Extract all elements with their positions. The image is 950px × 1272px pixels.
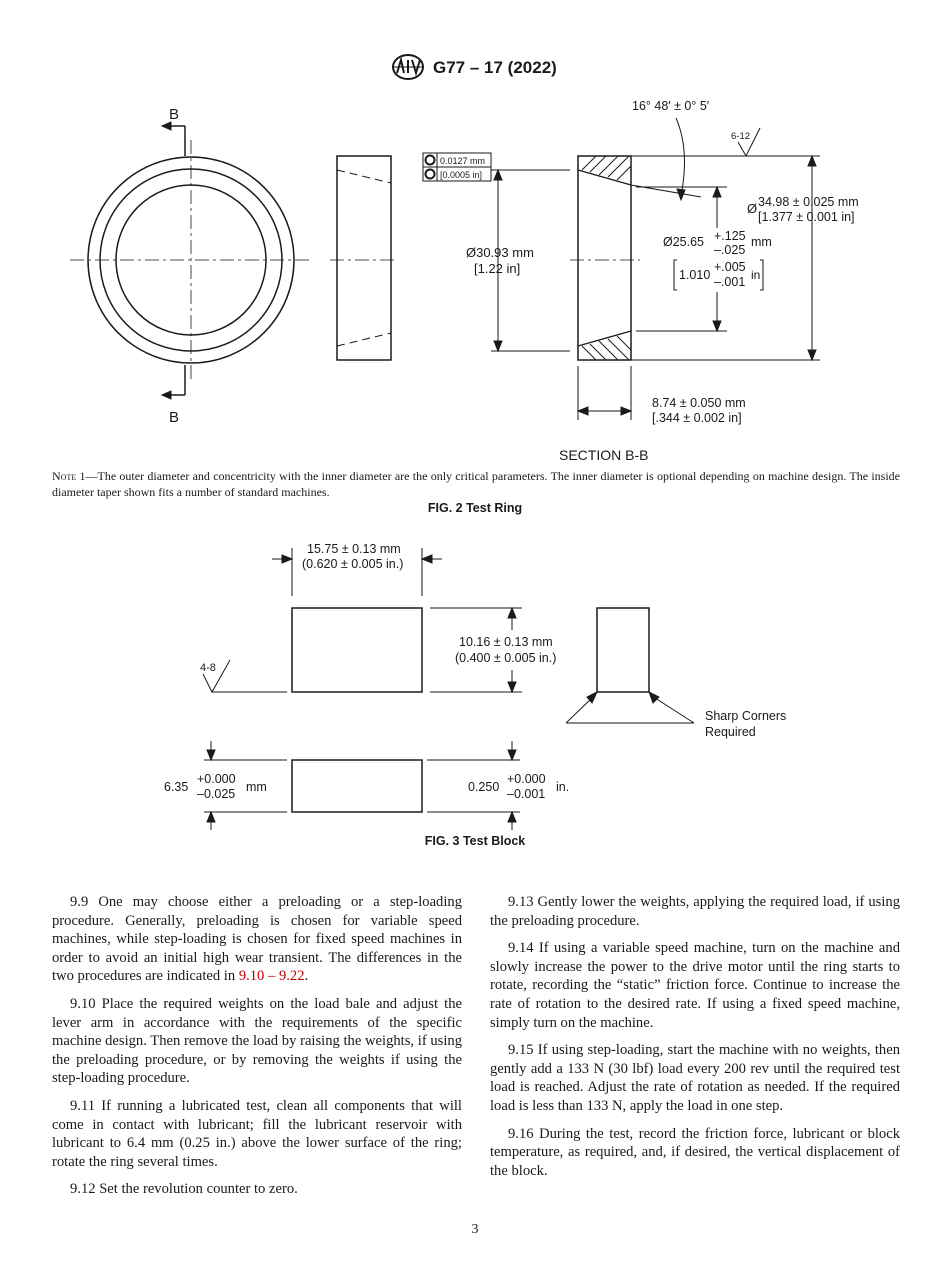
section-hatching [581,155,632,361]
note-label: Note 1 [52,469,86,483]
sharp-corners-line2: Required [705,725,756,739]
height-mm: 10.16 ± 0.13 mm [459,635,553,649]
bore-unit-in: in [751,268,760,282]
document-designation: G77 – 17 (2022) [433,58,557,77]
section-marker-bottom [160,365,186,400]
outer-dia-mm: 34.98 ± 0.025 mm [758,195,859,209]
length-dimension [272,548,442,596]
paragraph-9-11: 9.11 If running a lubricated test, clean… [52,1097,462,1170]
length-in: (0.620 ± 0.005 in.) [302,557,403,571]
inner-dia-in: [1.22 in] [474,261,520,276]
bore-unit-mm: mm [751,235,772,249]
section-reference-link[interactable]: 9.10 – 9.22 [238,968,305,985]
paragraph-9-16: 9.16 During the test, record the frictio… [490,1125,900,1179]
section-letter-bottom: B [169,409,179,426]
length-mm: 15.75 ± 0.13 mm [307,542,401,556]
roughness-label: 6-12 [731,131,750,142]
inner-dia-dimension [491,168,570,353]
bore-plus-in: +.005 [714,260,746,274]
figure-3-caption: FIG. 3 Test Block [424,834,526,848]
block-end-view [291,759,423,813]
section-label: SECTION B-B [559,447,648,463]
figure-2-caption: FIG. 2 Test Ring [427,501,523,515]
sharp-corner-leaders [565,690,695,724]
ring-side-view [330,155,398,361]
width-mm: 8.74 ± 0.050 mm [652,396,746,410]
figure-2-note: Note 1—The outer diameter and concentric… [52,468,900,500]
tolerance-mm: 0.0127 mm [440,156,485,166]
text-column-right: 9.13 Gently lower the weights, applying … [490,893,900,1189]
block-roughness-label: 4-8 [200,662,216,674]
paragraph-9-12: 9.12 Set the revolution counter to zero. [70,1181,298,1198]
bore-mm: Ø25.65 [663,235,704,249]
block-roughness-icon [202,659,287,694]
outer-dia-dimension [631,154,820,362]
angle-label: 16° 48′ ± 0° 5′ [632,99,710,113]
tolerance-in: [0.0005 in] [440,170,482,180]
thick-plus-in: +0.000 [507,772,546,786]
section-marker-top [160,121,186,156]
paragraph-9-13: 9.13 Gently lower the weights, applying … [490,894,900,929]
inner-dia-mm: Ø30.93 mm [466,245,534,260]
angle-leader [630,117,702,202]
figure-2-test-ring: B B 0.0127 mm [0.0005 in] Ø30.93 mm [1.2… [70,99,859,463]
tolerance-frame [422,152,492,182]
ring-front-view [70,140,312,380]
outer-dia-in: [1.377 ± 0.001 in] [758,210,855,224]
paragraph-9-10: 9.10 Place the required weights on the l… [52,995,462,1087]
text-column-left: 9.9 One may choose either a preloading o… [52,893,462,1208]
bore-dimension [636,185,764,333]
block-side-view [596,607,650,693]
paragraph-9-15: 9.15 If using step-loading, start the ma… [490,1042,900,1114]
outer-dia-symbol: Ø [747,201,757,216]
thick-minus-mm: –0.025 [197,787,235,801]
astm-logo-icon [392,54,424,80]
height-in: (0.400 ± 0.005 in.) [455,651,556,665]
thick-in: 0.250 [468,780,499,794]
section-view [570,155,640,361]
thick-mm: 6.35 [164,780,188,794]
width-dimension [576,366,633,420]
thickness-dimension-right [427,741,520,830]
thick-unit-mm: mm [246,780,267,794]
bore-plus-mm: +.125 [714,229,746,243]
thick-unit-in: in. [556,780,569,794]
block-top-view [291,607,423,693]
note-text: —The outer diameter and concentricity wi… [52,469,901,499]
page-header: G77 – 17 (2022) [0,52,950,88]
thick-plus-mm: +0.000 [197,772,236,786]
bore-minus-in: –.001 [714,275,745,289]
bore-minus-mm: –.025 [714,243,745,257]
thick-minus-in: –0.001 [507,787,545,801]
paragraph-9-9: 9.9 One may choose either a preloading o… [52,894,462,985]
width-in: [.344 ± 0.002 in] [652,411,742,425]
figure-3-test-block: 15.75 ± 0.13 mm (0.620 ± 0.005 in.) 10.1… [164,542,786,830]
thickness-dimension-left [204,741,287,830]
section-letter-top: B [169,106,179,123]
paragraph-9-14: 9.14 If using a variable speed machine, … [490,940,900,1031]
bore-in: 1.010 [679,268,710,282]
sharp-corners-line1: Sharp Corners [705,709,786,723]
height-dimension [430,606,522,694]
page-number: 3 [471,1222,479,1237]
